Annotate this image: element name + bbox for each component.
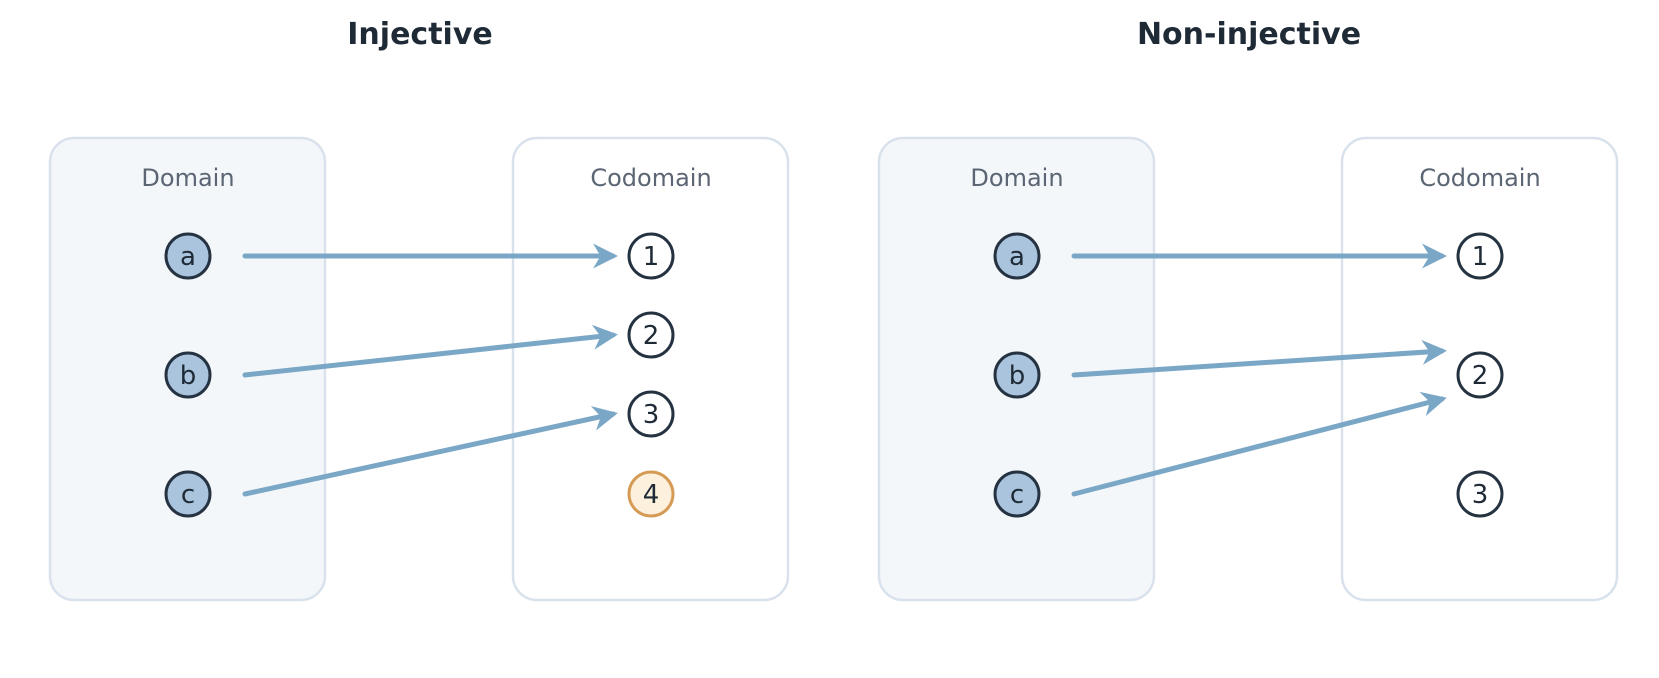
- codomain-element-2: 2: [627, 311, 675, 359]
- node-label: b: [1009, 361, 1026, 391]
- node-circle: [164, 351, 212, 399]
- node-label: 4: [643, 480, 660, 510]
- node-label: 2: [1472, 361, 1489, 391]
- node-label: c: [1010, 480, 1024, 510]
- node-label: 2: [643, 321, 660, 351]
- node-label: b: [180, 361, 197, 391]
- node-label: 3: [643, 400, 660, 430]
- node-circle: [993, 351, 1041, 399]
- mapping-arrow-c-3: [242, 406, 618, 497]
- domain-element-b: b: [164, 351, 212, 399]
- codomain-label: Codomain: [590, 164, 711, 192]
- node-label: a: [1009, 242, 1025, 272]
- codomain-label: Codomain: [1419, 164, 1540, 192]
- mapping-arrows: [242, 243, 618, 497]
- mapping-arrows: [1071, 243, 1447, 497]
- node-label: c: [181, 480, 195, 510]
- node-circle: [627, 311, 675, 359]
- node-label: 1: [643, 242, 660, 272]
- node-circle: [1456, 232, 1504, 280]
- mapping-arrow-b-2: [242, 324, 618, 378]
- domain-label: Domain: [141, 164, 234, 192]
- node-label: a: [180, 242, 196, 272]
- node-circle: [627, 470, 675, 518]
- node-label: 3: [1472, 480, 1489, 510]
- set-elements: a b c 1 2 3 4: [164, 232, 675, 518]
- node-label: 1: [1472, 242, 1489, 272]
- codomain-element-4: 4: [627, 470, 675, 518]
- domain-element-c: c: [164, 470, 212, 518]
- domain-element-a: a: [993, 232, 1041, 280]
- panel-non-injective: Non-injective Domain Codomain a b c 1 2 3: [877, 17, 1619, 602]
- codomain-element-1: 1: [1456, 232, 1504, 280]
- codomain-element-1: 1: [627, 232, 675, 280]
- node-circle: [627, 390, 675, 438]
- domain-element-b: b: [993, 351, 1041, 399]
- panel-title: Injective: [347, 17, 492, 52]
- domain-label: Domain: [970, 164, 1063, 192]
- mapping-arrow-b-2: [1071, 339, 1447, 378]
- codomain-element-2: 2: [1456, 351, 1504, 399]
- domain-element-c: c: [993, 470, 1041, 518]
- node-circle: [993, 470, 1041, 518]
- panel-title: Non-injective: [1137, 17, 1361, 52]
- mapping-arrow-c-2: [1071, 391, 1447, 497]
- codomain-element-3: 3: [1456, 470, 1504, 518]
- panel-injective: Injective Domain Codomain a b c 1 2 3 4: [48, 17, 790, 602]
- node-circle: [164, 232, 212, 280]
- node-circle: [164, 470, 212, 518]
- domain-element-a: a: [164, 232, 212, 280]
- node-circle: [627, 232, 675, 280]
- node-circle: [993, 232, 1041, 280]
- codomain-box: [511, 136, 790, 602]
- codomain-element-3: 3: [627, 390, 675, 438]
- set-elements: a b c 1 2 3: [993, 232, 1504, 518]
- node-circle: [1456, 470, 1504, 518]
- node-circle: [1456, 351, 1504, 399]
